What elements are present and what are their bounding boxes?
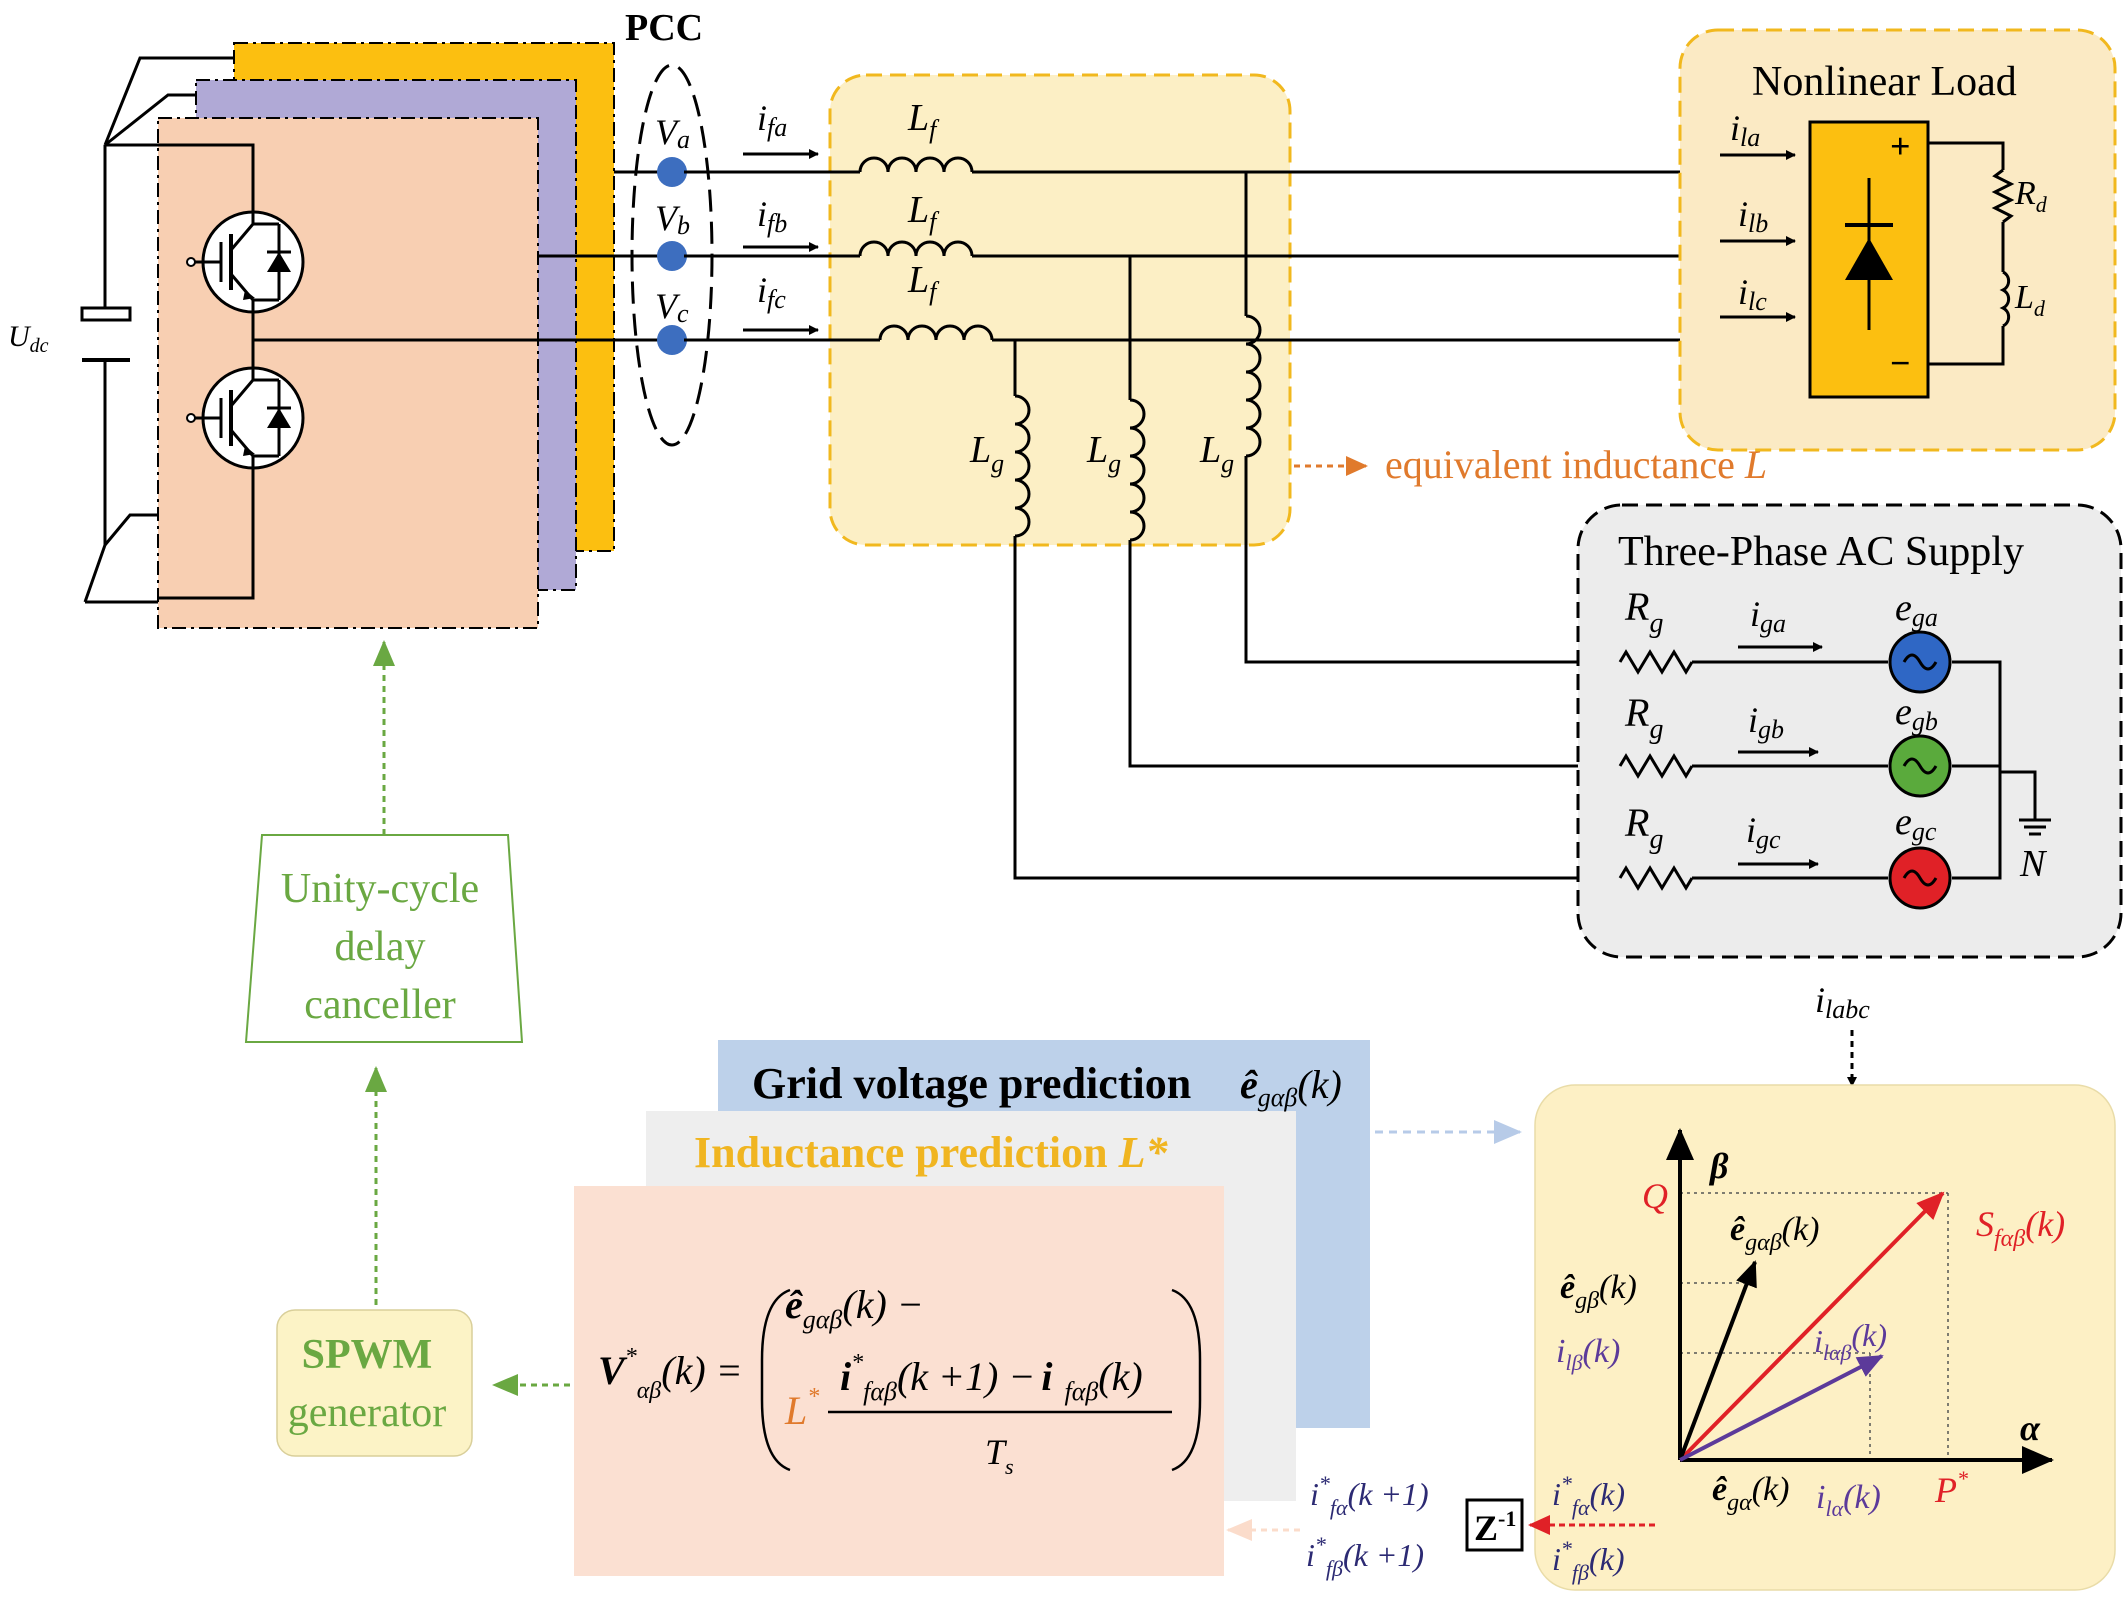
rg-label-b: Rg <box>1624 690 1663 745</box>
pcc-node-c <box>657 325 687 355</box>
ifb-label: ifb <box>757 194 787 238</box>
lf-label-b: Lf <box>907 189 940 236</box>
z-delay-label: Z-1 <box>1474 1506 1516 1548</box>
ega-label: ega <box>1895 587 1938 632</box>
pcc-node-b <box>657 241 687 271</box>
vc-label: Vc <box>655 286 689 328</box>
rd-label: Rd <box>2014 175 2048 217</box>
udc-label: Udc <box>8 320 49 357</box>
lg-label-b: Lg <box>1086 429 1121 478</box>
filter-box <box>828 73 1292 547</box>
neutral-label: N <box>2019 843 2048 885</box>
igc-label: igc <box>1746 810 1781 854</box>
pcc-label: PCC <box>625 7 703 49</box>
eq-denominator: Ts <box>985 1432 1014 1479</box>
il-beta-label: ilβ(k) <box>1556 1333 1620 1375</box>
pcc-node-a <box>657 157 687 187</box>
controller-equation-panel <box>574 1186 1224 1576</box>
il-alpha-beta-label: ilαβ(k) <box>1814 1317 1887 1365</box>
delay-line2: delay <box>335 924 426 970</box>
three-phase-wires <box>684 156 1810 880</box>
s-label: Sfαβ(k) <box>1976 1204 2065 1252</box>
diode-icon <box>1845 178 1893 330</box>
vb-label: Vb <box>655 198 690 240</box>
e-vector <box>1678 1260 1757 1461</box>
rg-label-a: Rg <box>1624 584 1663 639</box>
if-beta-ref-label: i*fβ(k) <box>1552 1536 1624 1585</box>
inductance-prediction-title: Inductance prediction L* <box>694 1128 1168 1177</box>
delay-canceller-block <box>244 834 524 1043</box>
va-label: Va <box>655 112 690 154</box>
if-alpha-ref-label: i*fα(k) <box>1552 1471 1625 1520</box>
il-vector <box>1679 1354 1884 1462</box>
rg-label-c: Rg <box>1624 800 1663 855</box>
egb-label: egb <box>1895 691 1938 736</box>
il-alpha-label: ilα(k) <box>1816 1479 1881 1521</box>
ifa-label: ifa <box>757 98 787 142</box>
ila-label: ila <box>1730 108 1760 152</box>
ifc-label: ifc <box>757 270 786 314</box>
delay-line3: canceller <box>304 982 456 1028</box>
spwm-line1: SPWM <box>302 1332 433 1378</box>
lf-label-a: Lf <box>907 97 940 144</box>
spwm-line2: generator <box>288 1390 447 1436</box>
if-beta-next-label: i*fβ(k +1) <box>1306 1532 1424 1581</box>
lg-label-a: Lg <box>1199 429 1234 478</box>
e-beta-label: êgβ(k) <box>1560 1269 1637 1314</box>
iga-label: iga <box>1750 594 1786 638</box>
eq-lhs: V*αβ(k) = <box>598 1344 743 1404</box>
nonlinear-load-title: Nonlinear Load <box>1752 59 2017 105</box>
grid-voltage-prediction-title: Grid voltage prediction <box>752 1059 1191 1108</box>
rd-resistor-icon <box>1991 168 2015 224</box>
rectifier-plus: + <box>1890 126 1911 166</box>
q-label: Q <box>1642 1176 1668 1216</box>
supply-title: Three-Phase AC Supply <box>1618 529 2024 575</box>
lf-label-c: Lf <box>907 259 940 306</box>
p-label: P* <box>1934 1466 1968 1510</box>
source-c-icon <box>1888 846 1952 910</box>
eq-e-term: êgαβ(k) − <box>785 1282 924 1334</box>
eq-l-star: L* <box>784 1384 819 1433</box>
ilc-label: ilc <box>1738 272 1767 316</box>
beta-label: β <box>1708 1146 1729 1186</box>
if-alpha-next-label: i*fα(k +1) <box>1310 1471 1429 1520</box>
igb-label: igb <box>1748 700 1784 744</box>
e-alpha-label: êgα(k) <box>1712 1471 1789 1516</box>
ilabc-label: ilabc <box>1815 980 1870 1024</box>
egc-label: egc <box>1895 801 1937 846</box>
ld-label: Ld <box>2014 279 2046 321</box>
spwm-block <box>276 1309 473 1457</box>
alpha-label: α <box>2020 1408 2041 1448</box>
supply-wiring <box>1618 649 2051 891</box>
z-delay-block <box>1465 1498 1524 1552</box>
rectifier-minus: − <box>1890 343 1911 383</box>
lg-label-c: Lg <box>969 429 1004 478</box>
source-a-icon <box>1888 630 1952 694</box>
e-alpha-beta-label: êgαβ(k) <box>1730 1211 1819 1256</box>
inverter-block <box>80 42 660 629</box>
s-vector <box>1678 1191 1945 1462</box>
ld-inductor-icon <box>1999 270 2011 328</box>
three-phase-supply-box <box>1576 503 2123 959</box>
delay-line1: Unity-cycle <box>281 866 479 912</box>
ilb-label: ilb <box>1738 194 1768 238</box>
equivalent-inductance-label: equivalent inductance L <box>1385 442 1767 487</box>
source-b-icon <box>1888 734 1952 798</box>
grid-voltage-prediction-symbol: êgαβ(k) <box>1240 1062 1342 1112</box>
